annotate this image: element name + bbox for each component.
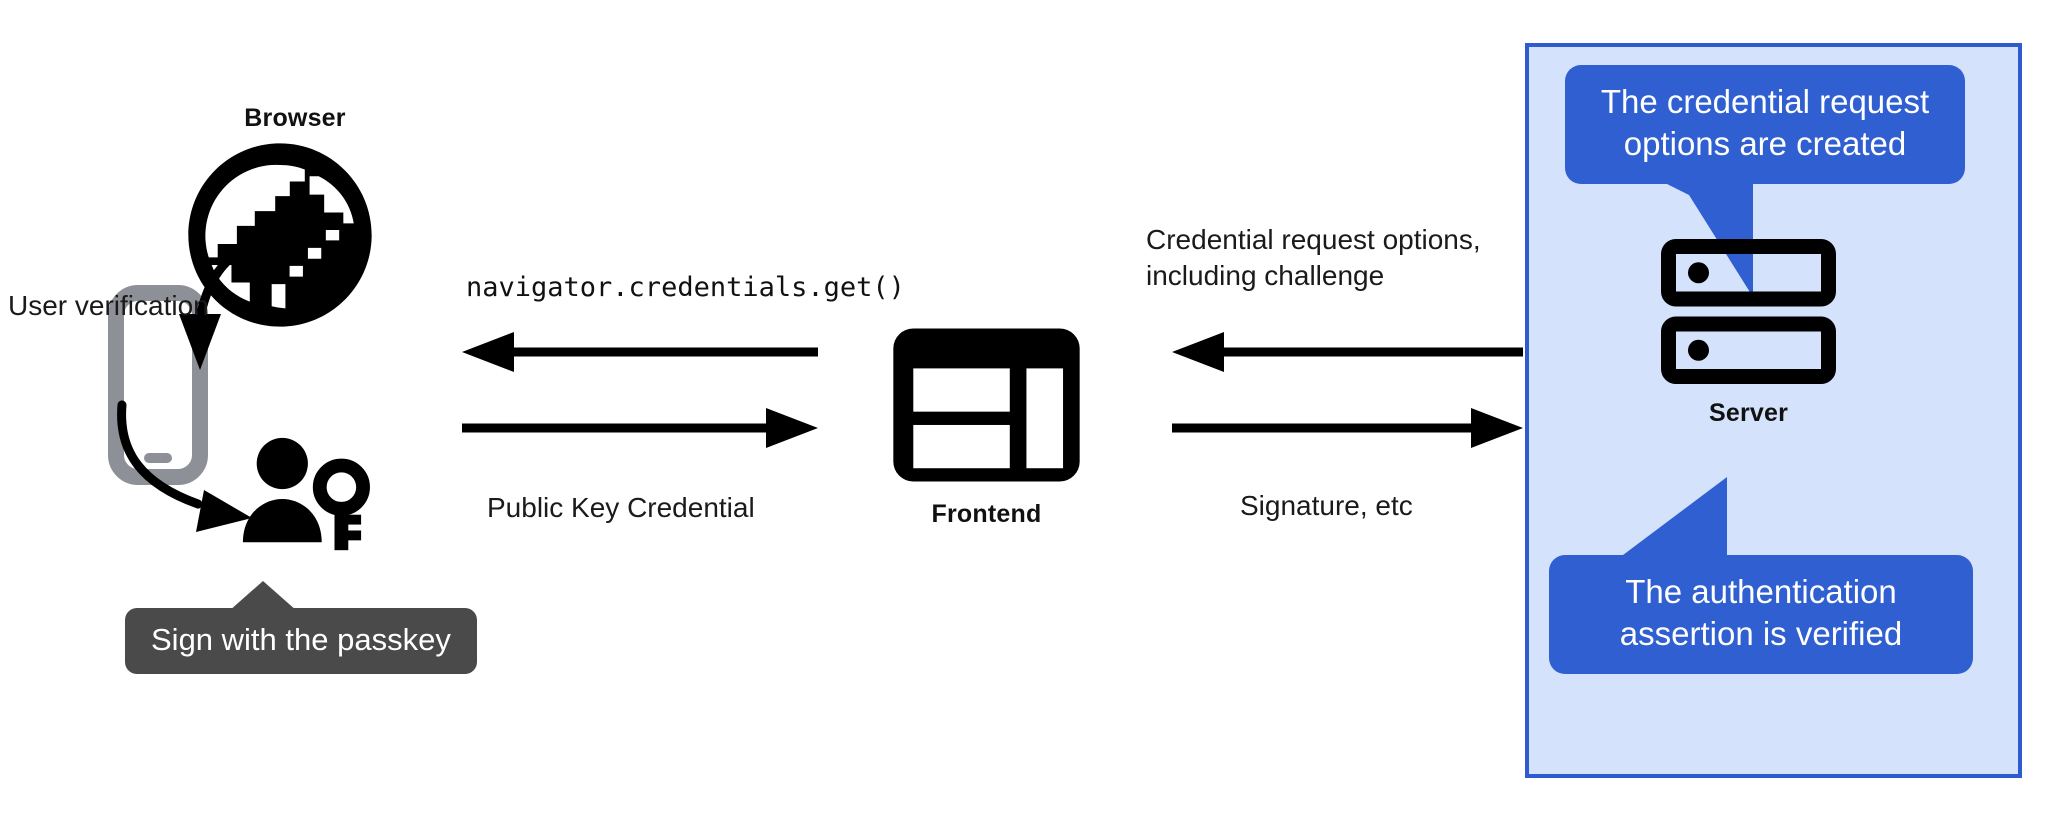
person-with-key-icon [237,432,370,562]
arrow-frontend-to-server [1170,408,1525,448]
public-key-credential-label: Public Key Credential [487,492,755,523]
dashboard-layout-icon [890,325,1083,485]
server-rack-icon [1661,239,1836,384]
server-top-callout-tail [1633,167,1753,297]
credential-request-options-label: Credential request options, including cha… [1146,222,1481,294]
passkey-tooltip-tail [229,581,297,611]
arrow-frontend-to-browser [460,332,820,372]
credential-request-options-line2: including challenge [1146,259,1385,291]
navigator-credentials-get-label: navigator.credentials.get() [466,272,905,303]
arrow-server-to-frontend [1170,332,1525,372]
arrow-browser-to-frontend [460,408,820,448]
server-bottom-callout-text: The authentication assertion is verified [1549,555,1973,675]
mobile-phone-icon [108,285,208,485]
server-top-callout: The credential request options are creat… [1565,65,1965,297]
user-verification-label: User verification [8,290,209,321]
frontend-label: Frontend [931,500,1042,528]
signature-etc-label: Signature, etc [1240,490,1413,521]
server-label: Server [1708,399,1789,427]
server-bottom-callout-tail [1615,477,1727,561]
browser-label: Browser [244,104,346,132]
server-panel: The credential request options are creat… [1525,43,2022,778]
globe-icon [180,135,380,335]
credential-request-options-line1: Credential request options, [1146,224,1481,255]
curved-arrow-phone-to-user [100,400,320,550]
curved-arrow-browser-to-phone [100,210,320,390]
sign-with-passkey-tooltip: Sign with the passkey [125,608,477,674]
server-top-callout-text: The credential request options are creat… [1565,65,1965,185]
